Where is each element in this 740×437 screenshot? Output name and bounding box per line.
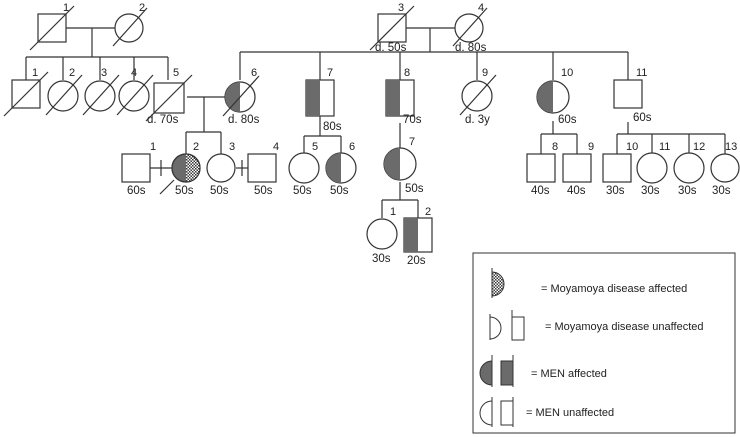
person-g2-7: 7 80s xyxy=(305,67,342,133)
person-g2-8: 8 70s xyxy=(385,67,422,126)
person-g4-1: 1 30s xyxy=(366,206,398,265)
person-age: 60s xyxy=(127,185,146,197)
person-number: 11 xyxy=(659,141,670,153)
person-g1-2: 2 xyxy=(112,2,148,47)
person-g3-6: 6 50s xyxy=(325,141,357,197)
person-g2-4: 4 xyxy=(116,67,154,116)
person-number: 1 xyxy=(390,206,396,218)
person-g3-3: 3 50s xyxy=(206,141,236,197)
person-number: 10 xyxy=(626,141,638,153)
legend-label: = MEN unaffected xyxy=(526,407,614,419)
person-g2-2: 2 xyxy=(45,67,83,116)
person-age: 50s xyxy=(405,183,424,195)
person-age: 50s xyxy=(175,185,194,197)
person-age: 80s xyxy=(323,121,342,133)
person-number: 4 xyxy=(478,2,484,14)
person-age: 30s xyxy=(641,185,660,197)
person-number: 7 xyxy=(327,67,333,79)
person-age: 30s xyxy=(678,185,697,197)
person-number: 1 xyxy=(32,67,38,79)
person-number: 2 xyxy=(69,67,75,79)
person-g3-12: 12 30s xyxy=(673,141,705,197)
legend-label: = Moyamoya disease unaffected xyxy=(545,321,703,333)
person-g4-2: 2 20s xyxy=(403,206,433,267)
person-number: 3 xyxy=(398,2,404,14)
person-age: 40s xyxy=(567,185,586,197)
person-g3-13: 13 30s xyxy=(710,141,740,197)
person-age: 60s xyxy=(633,112,652,124)
person-age: 50s xyxy=(254,185,273,197)
person-number: 1 xyxy=(63,2,69,14)
person-age: d. 70s xyxy=(147,114,179,126)
person-number: 9 xyxy=(588,141,594,153)
person-age: d. 80s xyxy=(228,114,260,126)
person-age: d. 3y xyxy=(465,114,490,126)
person-number: 5 xyxy=(312,141,318,153)
person-number: 9 xyxy=(482,67,488,79)
person-g3-9: 9 40s xyxy=(562,141,594,197)
person-number: 11 xyxy=(636,67,647,79)
person-g3-2: 2 50s xyxy=(159,141,201,197)
person-g3-8: 8 40s xyxy=(526,141,558,197)
person-g2-11: 11 60s xyxy=(613,67,652,124)
person-age: d. 50s xyxy=(375,42,407,54)
person-g2-5: 5 d. 70s xyxy=(145,67,193,126)
person-number: 7 xyxy=(409,136,415,148)
person-g2-1: 1 xyxy=(3,67,49,117)
person-g3-4: 4 50s xyxy=(247,141,279,197)
person-g2-6: 6 d. 80s xyxy=(222,67,260,126)
person-age: 70s xyxy=(403,114,422,126)
person-age: 50s xyxy=(293,185,312,197)
person-number: 3 xyxy=(229,141,235,153)
person-g3-5: 5 50s xyxy=(288,141,320,197)
person-g2-3: 3 xyxy=(82,67,120,116)
person-g1-1: 1 xyxy=(29,2,75,51)
person-g2-9: 9 d. 3y xyxy=(459,67,497,126)
person-g1-3: 3 d. 50s xyxy=(369,2,415,54)
legend-moyamoya-affected: = Moyamoya disease affected xyxy=(491,268,687,298)
person-age: d. 80s xyxy=(455,42,487,54)
person-age: 60s xyxy=(558,114,577,126)
person-g3-1: 1 60s xyxy=(121,141,156,197)
legend-label: = MEN affected xyxy=(531,368,607,380)
person-number: 2 xyxy=(139,2,145,14)
person-number: 5 xyxy=(173,67,179,79)
person-number: 2 xyxy=(425,206,431,218)
person-number: 4 xyxy=(273,141,279,153)
person-age: 40s xyxy=(531,185,550,197)
person-g2-10: 10 60s xyxy=(536,67,577,126)
person-age: 20s xyxy=(407,255,426,267)
person-age: 30s xyxy=(606,185,625,197)
legend-men-unaffected: = MEN unaffected xyxy=(479,397,614,427)
person-number: 13 xyxy=(725,141,737,153)
person-number: 8 xyxy=(552,141,558,153)
person-number: 10 xyxy=(561,67,573,79)
person-age: 30s xyxy=(712,185,731,197)
person-number: 3 xyxy=(101,67,107,79)
person-age: 30s xyxy=(372,253,391,265)
person-number: 12 xyxy=(693,141,705,153)
person-g1-4: 4 d. 80s xyxy=(452,2,488,54)
person-g3-11: 11 30s xyxy=(636,141,670,197)
person-g3-7: 7 50s xyxy=(383,136,424,195)
legend: = Moyamoya disease affected = Moyamoya d… xyxy=(472,252,736,434)
person-g3-10: 10 30s xyxy=(602,141,638,197)
relationship-lines xyxy=(25,27,726,218)
person-number: 2 xyxy=(193,141,199,153)
legend-men-affected: = MEN affected xyxy=(479,355,607,387)
person-number: 6 xyxy=(251,67,257,79)
person-number: 4 xyxy=(131,67,137,79)
person-number: 8 xyxy=(404,67,410,79)
person-age: 50s xyxy=(210,185,229,197)
person-number: 1 xyxy=(150,141,156,153)
legend-label: = Moyamoya disease affected xyxy=(541,283,687,295)
person-number: 6 xyxy=(349,141,355,153)
legend-moyamoya-unaffected: = Moyamoya disease unaffected xyxy=(489,310,703,341)
person-age: 50s xyxy=(330,185,349,197)
